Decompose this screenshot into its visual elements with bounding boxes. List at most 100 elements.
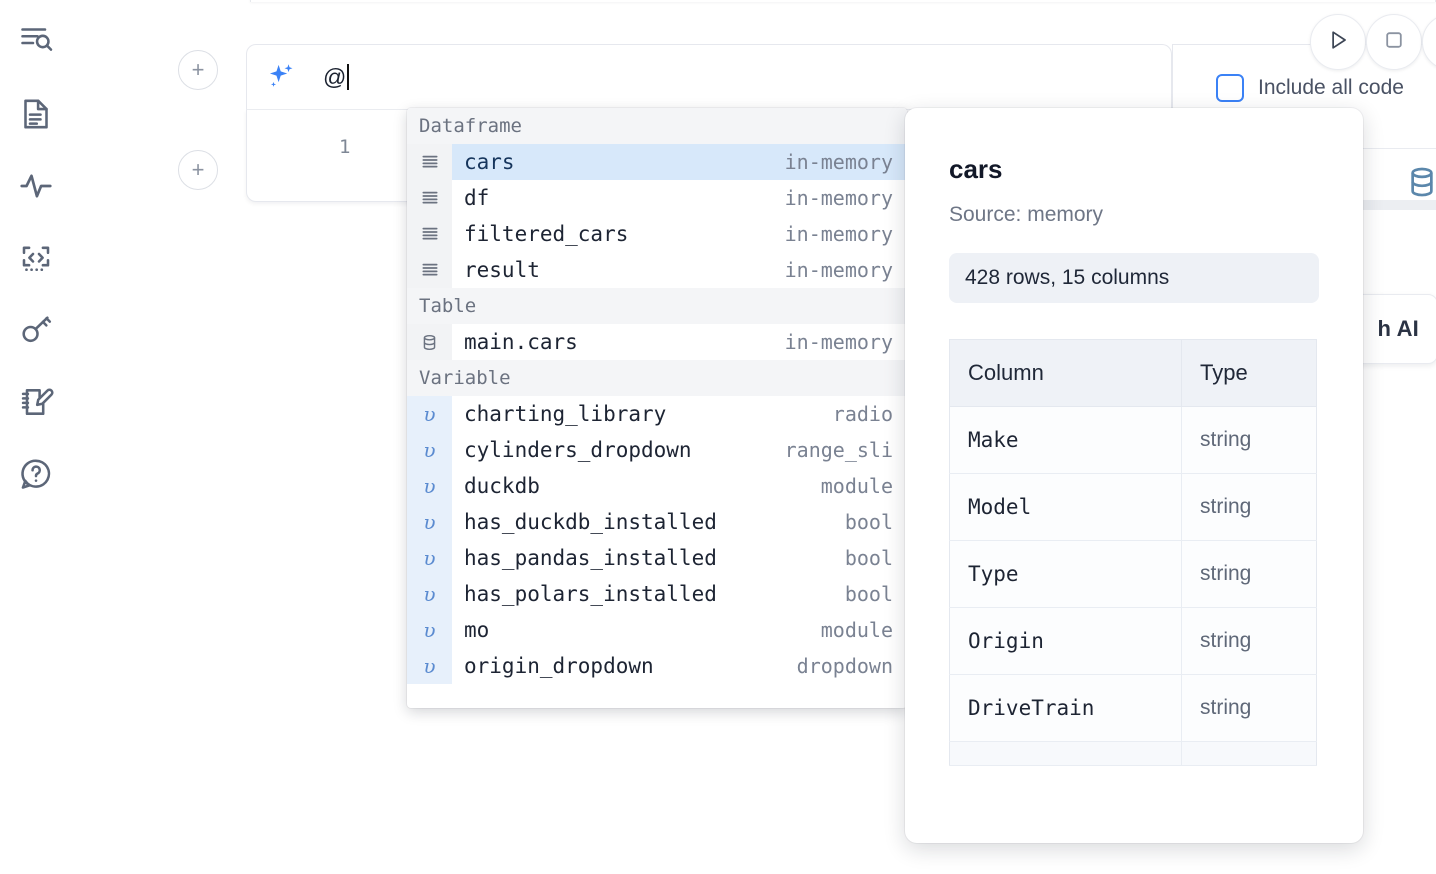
key-icon[interactable] [12, 306, 60, 354]
variable-icon: υ [407, 648, 452, 684]
schema-column-type: string [1181, 607, 1317, 675]
detail-shape-badge: 428 rows, 15 columns [949, 253, 1319, 303]
include-all-code-row[interactable]: Include all code [1216, 74, 1404, 102]
autocomplete-item[interactable]: main.cars in-memory [407, 324, 907, 360]
cell-right-pane: Include all code [1172, 44, 1436, 204]
activity-icon[interactable] [12, 162, 60, 210]
schema-column-name: Make [949, 406, 1182, 474]
autocomplete-item-meta: in-memory [784, 258, 893, 282]
autocomplete-item-name: mo [464, 618, 490, 642]
variable-icon: υ [407, 432, 452, 468]
code-brackets-icon[interactable] [12, 234, 60, 282]
notebook-canvas: + + @ 1 Include all co [72, 0, 1436, 874]
play-icon [1325, 27, 1351, 58]
database-icon[interactable] [1405, 165, 1436, 204]
autocomplete-item[interactable]: υ charting_library radio [407, 396, 907, 432]
schema-column-name: DriveTrain [949, 674, 1182, 742]
autocomplete-item-name: main.cars [464, 330, 578, 354]
line-number: 1 [339, 136, 351, 158]
schema-column-header: Type [1181, 339, 1317, 407]
schema-column-header: Column [949, 339, 1182, 407]
variable-icon: υ [407, 576, 452, 612]
schema-column-name [949, 741, 1182, 766]
notepad-pencil-icon[interactable] [12, 378, 60, 426]
autocomplete-item-name: origin_dropdown [464, 654, 654, 678]
schema-column-type [1181, 741, 1317, 766]
file-search-icon[interactable] [12, 16, 60, 64]
dataframe-icon [407, 180, 452, 216]
detail-source: Source: memory [949, 203, 1104, 226]
generate-with-ai-label: h AI [1377, 316, 1419, 341]
autocomplete-item-name: df [464, 186, 490, 210]
left-icon-rail [0, 0, 72, 874]
document-icon[interactable] [12, 90, 60, 138]
table-icon [407, 324, 452, 360]
stop-icon [1382, 28, 1406, 57]
variable-icon: υ [407, 396, 452, 432]
autocomplete-item[interactable]: υ origin_dropdown dropdown [407, 648, 907, 684]
autocomplete-group-header: Dataframe [407, 108, 907, 144]
add-cell-button-top[interactable]: + [178, 50, 218, 90]
autocomplete-item-name: cylinders_dropdown [464, 438, 692, 462]
autocomplete-item-meta: dropdown [796, 654, 893, 678]
dataframe-detail-panel: cars Source: memory 428 rows, 15 columns… [905, 108, 1363, 843]
previous-cell-edge [250, 0, 1436, 2]
schema-column-type: string [1181, 540, 1317, 608]
autocomplete-item-name: has_pandas_installed [464, 546, 717, 570]
divider-horizontal [1172, 44, 1436, 45]
schema-table-row-clipped [949, 741, 1317, 766]
autocomplete-item-name: has_duckdb_installed [464, 510, 717, 534]
autocomplete-item-name: result [464, 258, 540, 282]
autocomplete-item-meta: in-memory [784, 186, 893, 210]
detail-title: cars [949, 154, 1003, 184]
autocomplete-item-meta: range_sli [784, 438, 893, 462]
sparkle-icon [265, 60, 299, 94]
variable-icon: υ [407, 540, 452, 576]
add-cell-button-bottom[interactable]: + [178, 150, 218, 190]
autocomplete-item[interactable]: υ has_pandas_installed bool [407, 540, 907, 576]
autocomplete-item-name: charting_library [464, 402, 667, 426]
dataframe-icon [407, 144, 452, 180]
text-caret [347, 64, 350, 90]
autocomplete-item[interactable]: υ cylinders_dropdown range_sli [407, 432, 907, 468]
dataframe-icon [407, 216, 452, 252]
stop-cell-button[interactable] [1366, 14, 1422, 70]
autocomplete-item-name: cars [464, 150, 515, 174]
autocomplete-item-meta: in-memory [784, 330, 893, 354]
autocomplete-item-meta: bool [844, 546, 893, 570]
autocomplete-item-meta: bool [844, 510, 893, 534]
ai-prompt-input[interactable]: @ [323, 57, 1171, 97]
run-cell-button[interactable] [1310, 14, 1366, 70]
autocomplete-item-meta: module [820, 618, 893, 642]
autocomplete-group-header: Table [407, 288, 907, 324]
autocomplete-item-meta: radio [832, 402, 893, 426]
schema-column-name: Model [949, 473, 1182, 541]
dataframe-icon [407, 252, 452, 288]
schema-column-type: string [1181, 406, 1317, 474]
variable-icon: υ [407, 468, 452, 504]
help-chat-icon[interactable] [12, 450, 60, 498]
include-all-code-label: Include all code [1258, 76, 1404, 99]
include-all-code-checkbox[interactable] [1216, 74, 1244, 102]
schema-column-type: string [1181, 674, 1317, 742]
ai-prompt-bar[interactable]: @ [246, 44, 1172, 110]
schema-column-type: string [1181, 473, 1317, 541]
autocomplete-item-meta: bool [844, 582, 893, 606]
autocomplete-item[interactable]: result in-memory [407, 252, 907, 288]
autocomplete-item[interactable]: df in-memory [407, 180, 907, 216]
